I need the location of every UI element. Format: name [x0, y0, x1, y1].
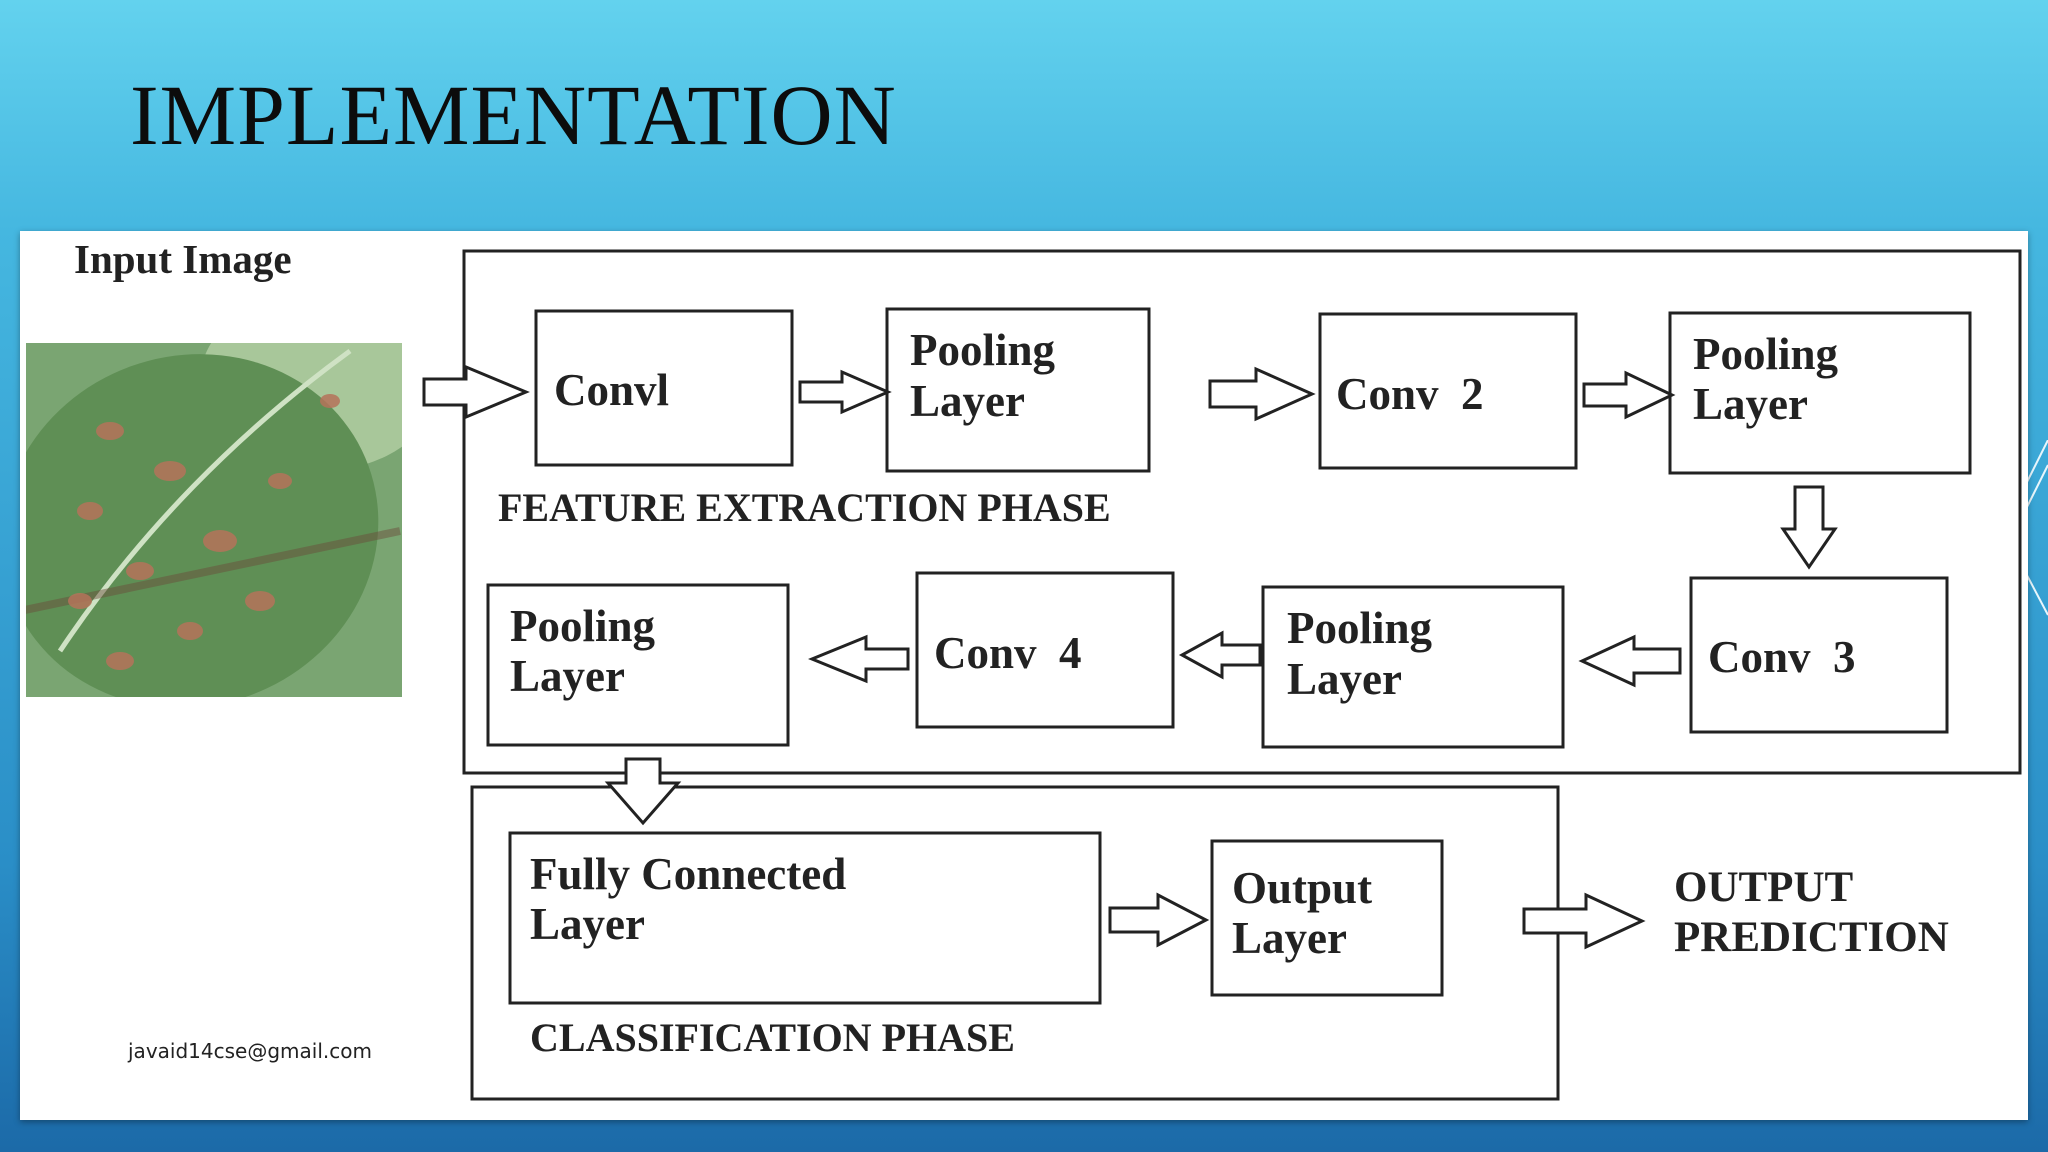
pooling-layer-2-label-line2: Layer: [1693, 379, 1808, 429]
arrow-right-icon: [1582, 370, 1676, 420]
classification-frame: [470, 785, 1560, 1101]
output-layer-label-line1: Output: [1232, 863, 1372, 913]
pooling-layer-4-label-line1: Pooling: [510, 601, 656, 651]
classification-phase-label: CLASSIFICATION PHASE: [530, 1015, 1015, 1060]
pooling-layer-1-label-line1: Pooling: [910, 325, 1056, 375]
arrow-down-icon: [604, 757, 682, 826]
pooling-layer-4-box: [486, 583, 790, 747]
pooling-layer-2-box: [1668, 311, 1972, 475]
fully-connected-layer-label-line1: Fully Connected: [530, 849, 846, 899]
author-email: javaid14cse@gmail.com: [128, 1039, 372, 1063]
feature-extraction-phase-label: FEATURE EXTRACTION PHASE: [498, 485, 1111, 530]
slide-title: IMPLEMENTATION: [130, 67, 897, 163]
arrow-right-icon: [1108, 892, 1210, 948]
fully-connected-layer-label-line2: Layer: [530, 899, 645, 949]
pooling-layer-2-label-line1: Pooling: [1693, 329, 1839, 379]
pooling-layer-3-box: [1261, 585, 1565, 749]
arrow-left-icon: [1178, 630, 1262, 680]
output-prediction-label-line1: OUTPUT: [1674, 864, 1854, 911]
leaf-image: [26, 343, 402, 697]
arrow-right-icon: [422, 364, 530, 420]
feature-extraction-frame: [462, 249, 2022, 775]
conv4-box: [915, 571, 1175, 729]
arrow-right-icon: [1522, 892, 1646, 950]
conv1-box: [534, 309, 794, 467]
cnn-architecture-diagram: Input Image: [26, 236, 2022, 1101]
output-prediction-label-line2: PREDICTION: [1674, 914, 1949, 961]
fully-connected-layer-box: [508, 831, 1102, 1005]
arrow-right-icon: [798, 369, 892, 415]
input-image-label: Input Image: [74, 236, 292, 282]
pooling-layer-1-label-line2: Layer: [910, 376, 1025, 426]
conv4-label: Conv 4: [934, 628, 1082, 678]
output-layer-box: [1210, 839, 1444, 997]
pooling-layer-3-label-line2: Layer: [1287, 654, 1402, 704]
pooling-layer-3-label-line1: Pooling: [1287, 603, 1433, 653]
diagram-panel: Input Image: [20, 231, 2028, 1120]
conv3-label: Conv 3: [1708, 632, 1856, 682]
arrow-down-icon: [1780, 485, 1838, 570]
conv2-box: [1318, 312, 1578, 470]
arrow-right-icon: [1208, 366, 1316, 422]
conv3-box: [1689, 576, 1949, 734]
conv1-label: Convl: [554, 365, 669, 415]
arrow-left-icon: [1578, 634, 1682, 688]
arrow-left-icon: [808, 634, 910, 684]
conv2-label: Conv 2: [1336, 369, 1484, 419]
output-layer-label-line2: Layer: [1232, 913, 1347, 963]
pooling-layer-4-label-line2: Layer: [510, 651, 625, 701]
